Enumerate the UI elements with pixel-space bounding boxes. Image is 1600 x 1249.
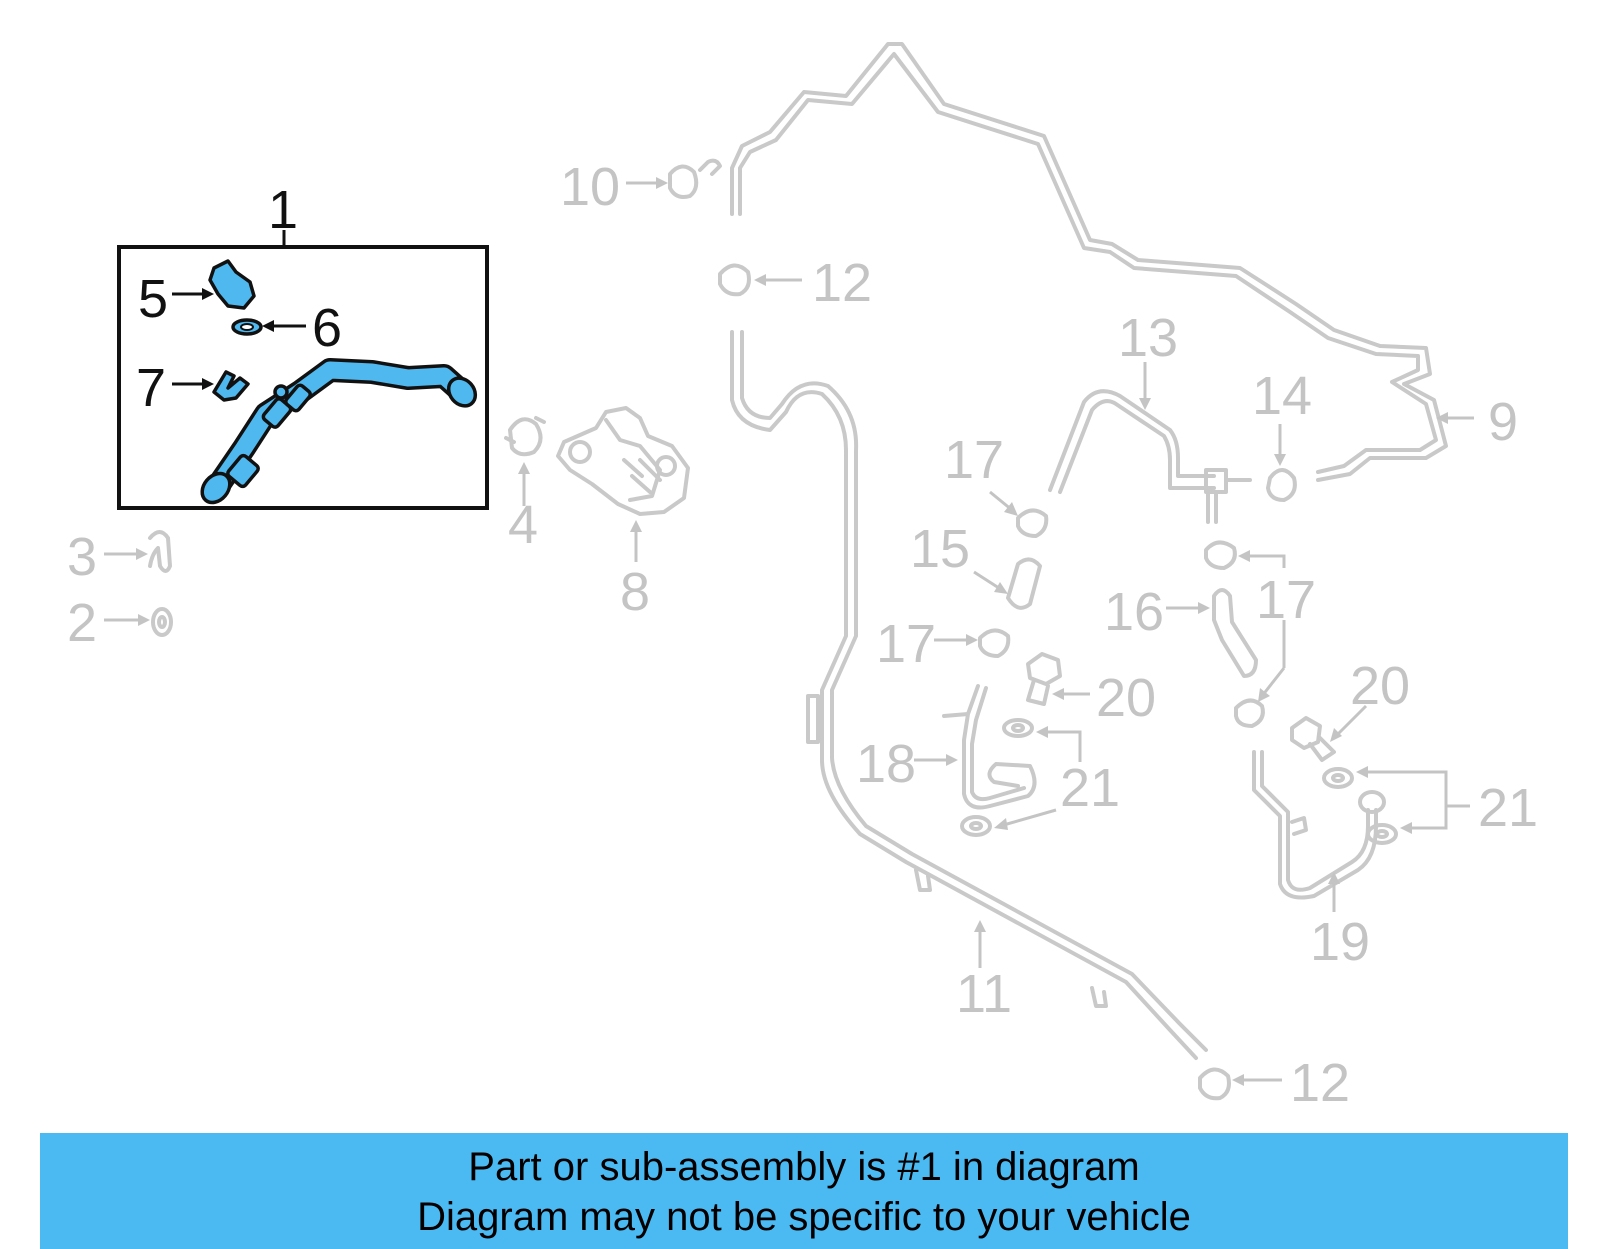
clamp-part-17-c	[978, 628, 1011, 658]
callout-1: 1	[268, 180, 298, 240]
callout-7: 7	[136, 358, 166, 418]
clamp-part-17-d	[1234, 698, 1265, 728]
callout-14: 14	[1252, 366, 1312, 426]
clamp-part-10	[668, 164, 699, 199]
callout-20-a: 20	[1096, 668, 1156, 728]
hose-part-16	[1212, 588, 1258, 678]
washer-part-21-b	[960, 815, 992, 837]
callout-18: 18	[856, 734, 916, 794]
outlet-part-5	[208, 259, 256, 310]
washer-part-21-d	[1366, 823, 1398, 845]
info-banner: Part or sub-assembly is #1 in diagram Di…	[40, 1133, 1568, 1249]
clamp-part-17-b	[1204, 540, 1237, 570]
callout-17-b: 17	[1256, 570, 1316, 630]
callout-6: 6	[312, 298, 342, 358]
callout-20-b: 20	[1350, 656, 1410, 716]
pipe-part-18	[942, 684, 1037, 810]
clip-part-7	[212, 370, 250, 402]
callout-8: 8	[620, 562, 650, 622]
callout-11: 11	[956, 964, 1012, 1024]
callout-12-top: 12	[812, 253, 872, 313]
washer-part-21-a	[1002, 718, 1034, 738]
banner-line-1: Part or sub-assembly is #1 in diagram	[468, 1145, 1140, 1189]
washer-part-21-c	[1322, 767, 1354, 789]
callout-21-b: 21	[1478, 778, 1538, 838]
bolt-part-20-a	[1026, 652, 1062, 686]
pipe-part-11	[730, 330, 1198, 1060]
callout-16: 16	[1104, 582, 1164, 642]
callout-10: 10	[560, 157, 620, 217]
callout-15: 15	[910, 519, 970, 579]
clamp-part-12-top	[718, 263, 751, 297]
callout-19: 19	[1310, 912, 1370, 972]
pipe-part-9	[730, 42, 1448, 482]
callout-13: 13	[1118, 308, 1178, 368]
callout-12-bottom: 12	[1290, 1053, 1350, 1113]
gasket-part-2	[151, 607, 173, 637]
bolt-part-20-b	[1290, 716, 1322, 750]
callout-21-a: 21	[1060, 758, 1120, 818]
hose-part-15	[1006, 557, 1042, 610]
banner-line-2: Diagram may not be specific to your vehi…	[417, 1195, 1191, 1239]
clamp-part-4	[508, 417, 543, 457]
clamp-part-12-bottom	[1198, 1067, 1231, 1101]
clamp-part-17-a	[1016, 508, 1049, 538]
clip-part-3	[148, 530, 172, 573]
callout-3: 3	[67, 527, 97, 587]
callout-5: 5	[138, 269, 168, 329]
clamp-part-14	[1266, 468, 1297, 502]
callout-17-c: 17	[876, 614, 936, 674]
callout-4: 4	[508, 495, 538, 555]
pipe-part-19	[1260, 750, 1370, 892]
pipe-part-13	[1048, 389, 1216, 492]
callout-2: 2	[67, 593, 97, 653]
callout-9: 9	[1488, 392, 1518, 452]
callout-17-a: 17	[944, 430, 1004, 490]
